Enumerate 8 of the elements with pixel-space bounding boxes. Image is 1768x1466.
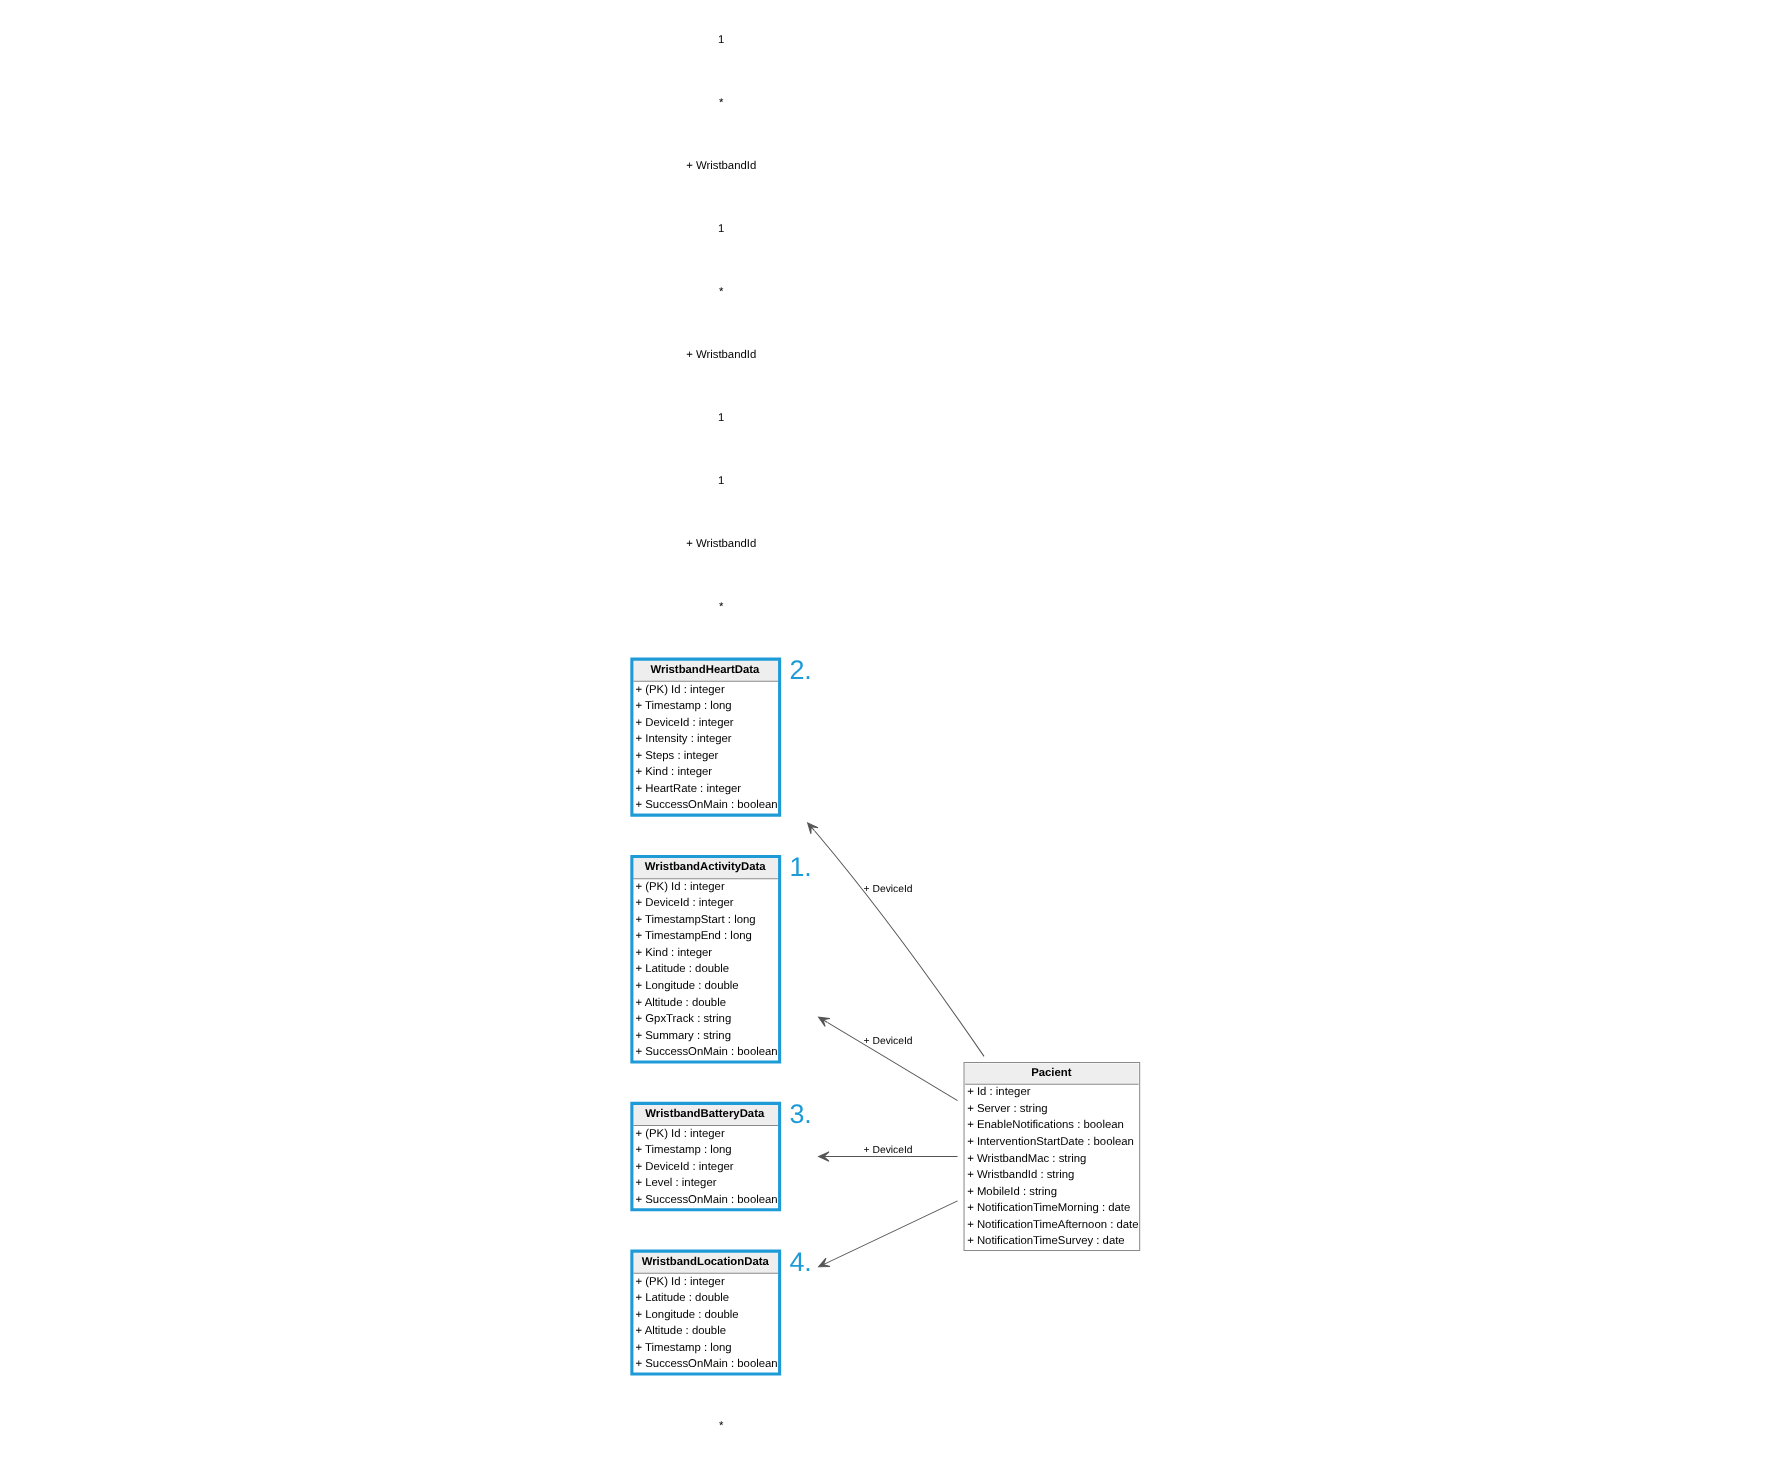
arrow — [817, 1200, 958, 1268]
node-label: 4. — [788, 1247, 811, 1278]
arrow — [817, 1151, 958, 1162]
node-label: 3. — [788, 1099, 811, 1130]
arrow — [806, 822, 984, 1057]
node-label: 1. — [788, 852, 811, 883]
node-label: 2. — [788, 655, 811, 686]
arrow — [817, 1016, 958, 1102]
